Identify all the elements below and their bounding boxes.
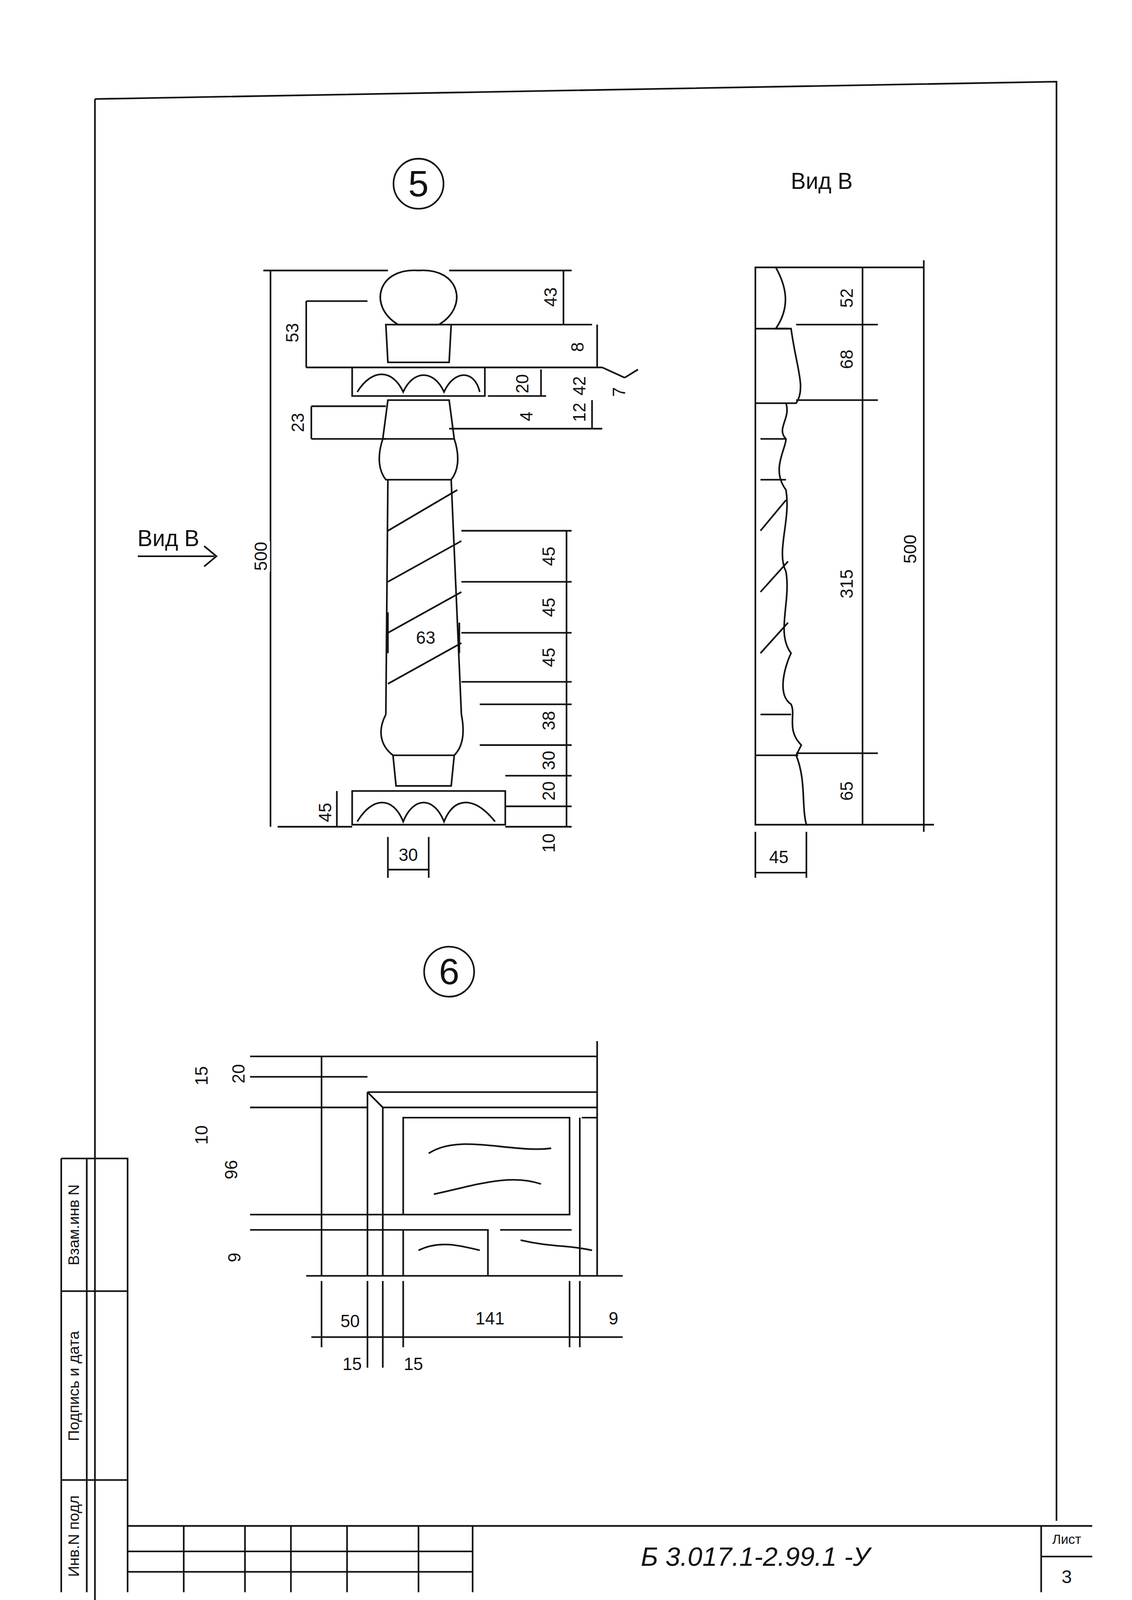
dimension: 500	[252, 540, 271, 572]
dimension: 315	[838, 568, 856, 600]
stamp-field: Взам.инв N	[65, 1183, 82, 1267]
dimension: 10	[193, 1124, 211, 1146]
dimension: 52	[838, 287, 856, 309]
dimension: 9	[607, 1309, 620, 1328]
dimension: 30	[540, 749, 559, 772]
callout-number: 6	[438, 950, 460, 994]
dimension: 20	[513, 373, 532, 395]
stamp-field: Инв.N подл	[65, 1494, 82, 1578]
dimension: 9	[226, 1251, 244, 1264]
dimension: 15	[402, 1356, 425, 1374]
dimension: 10	[540, 832, 559, 855]
dimension: 45	[540, 545, 559, 568]
sheet-number: 3	[1060, 1567, 1073, 1586]
dimension: 8	[568, 341, 587, 354]
dimension: 12	[571, 401, 589, 423]
callout-circle: 5	[391, 157, 445, 211]
dimension: 45	[540, 596, 559, 619]
dimension: 45	[768, 848, 790, 866]
dimension: 500	[902, 533, 920, 565]
dimension: 96	[223, 1158, 241, 1181]
dimension: 20	[229, 1063, 248, 1085]
dimension: 50	[339, 1313, 361, 1331]
stamp-field: Подпись и дата	[65, 1330, 82, 1443]
dimension: 30	[397, 846, 419, 865]
dimension: 20	[540, 780, 559, 802]
dimension: 7	[610, 386, 629, 398]
view-label: Вид В	[789, 170, 854, 194]
dimension: 15	[341, 1356, 363, 1374]
dimension: 45	[540, 646, 559, 668]
dimension: 45	[317, 801, 335, 824]
dimension: 15	[193, 1065, 211, 1087]
sheet-number: Лист	[1051, 1532, 1083, 1546]
document-code: Б 3.017.1-2.99.1 -У	[639, 1543, 871, 1571]
dimension: 68	[838, 348, 856, 371]
dimension: 141	[474, 1309, 506, 1328]
dimension: 42	[571, 375, 589, 397]
dimension: 43	[542, 286, 560, 308]
dimension: 65	[838, 780, 856, 802]
view-label: Вид В	[136, 527, 201, 551]
dimension: 53	[284, 322, 302, 344]
dimension: 4	[517, 410, 536, 423]
dimension: 38	[540, 709, 559, 732]
callout-number: 5	[408, 162, 429, 206]
callout-circle: 6	[422, 945, 476, 999]
dimension: 63	[415, 629, 437, 647]
dimension: 23	[289, 412, 307, 434]
